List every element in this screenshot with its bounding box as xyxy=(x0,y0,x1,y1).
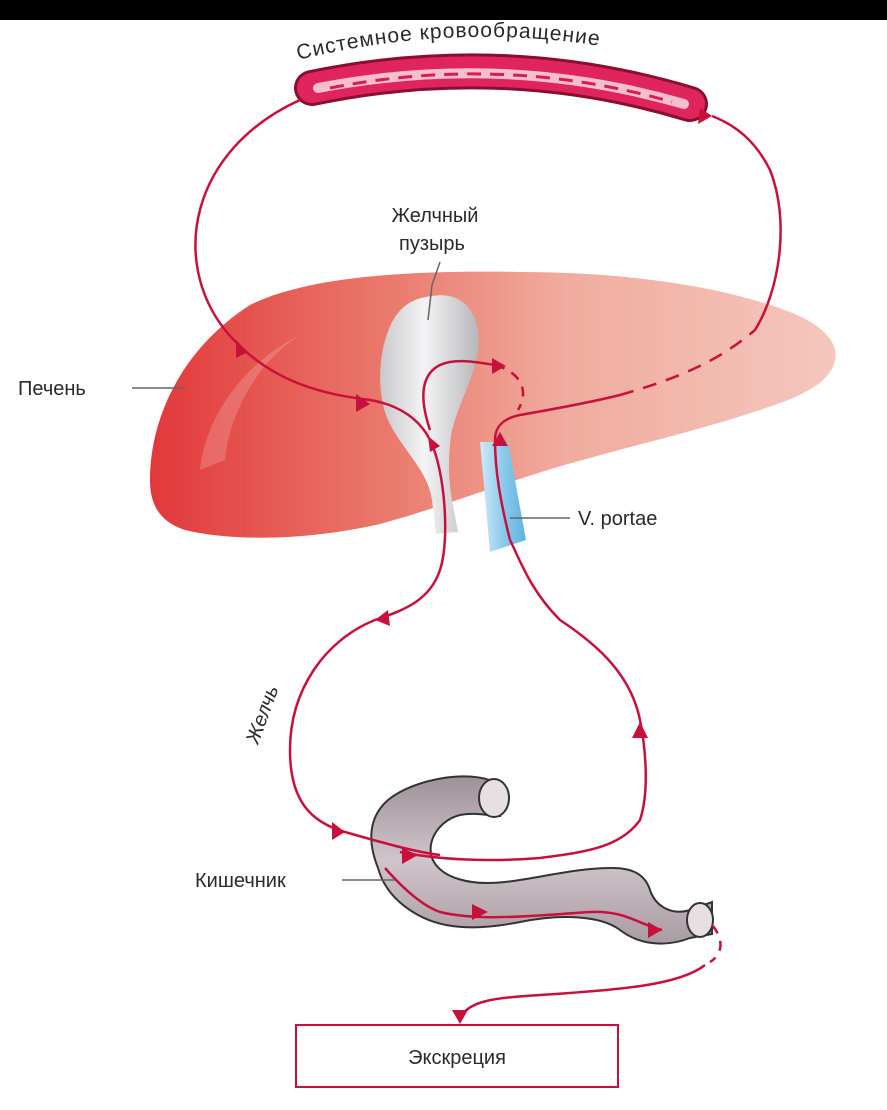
bile-label: Желчь xyxy=(242,683,284,748)
portal-vein-label: V. portae xyxy=(578,508,657,530)
intestine-label: Кишечник xyxy=(195,870,286,892)
gallbladder-label-line2: пузырь xyxy=(399,233,465,255)
gallbladder-label-line1: Желчный xyxy=(392,205,479,227)
systemic-circulation-vessel xyxy=(312,71,690,104)
intestine-shape xyxy=(371,776,713,943)
excretion-label: Экскреция xyxy=(408,1047,506,1069)
liver-label: Печень xyxy=(18,378,86,400)
